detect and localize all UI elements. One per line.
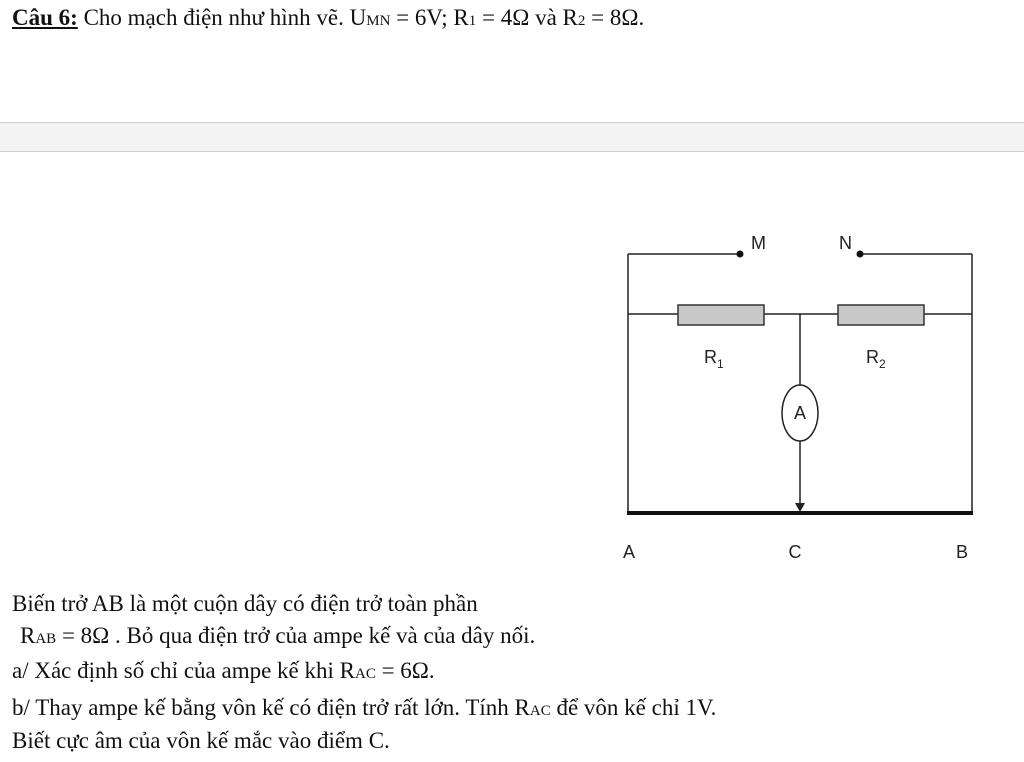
r2-subscript: 2 [577,13,586,29]
ammeter-symbol [781,384,819,442]
question-heading: Câu 6: Cho mạch điện như hình vẽ. UMN = … [12,4,644,35]
label-b: B [956,542,968,562]
r2-value: = 8Ω. [585,5,645,30]
label-a: A [623,542,635,562]
resistor-r2 [837,304,925,326]
question-intro: Cho mạch điện như hình vẽ. U [77,5,367,30]
body-line-2: RAB = 8Ω . Bỏ qua điện trở của ampe kế v… [20,623,536,648]
terminal-m-dot [736,250,744,258]
question-label: Câu 6: [12,5,78,30]
label-n: N [839,233,852,253]
slider-arrow [795,503,805,512]
terminal-n-dot [856,250,864,258]
label-c: C [789,542,802,562]
body-line-3: a/ Xác định số chỉ của ampe kế khi RAC =… [12,658,435,683]
label-r2: R2 [866,347,886,371]
body-line-1: Biến trở AB là một cuộn dây có điện trở … [12,591,478,616]
r1-value: = 4Ω và R [476,5,578,30]
separator-band [0,122,1024,152]
body-line-4: b/ Thay ampe kế bằng vôn kế có điện trở … [12,695,717,720]
umn-value: = 6V; R [390,5,469,30]
r1-subscript: 1 [468,13,477,29]
label-m: M [751,233,766,253]
body-line-5: Biết cực âm của vôn kế mắc vào điểm C. [12,728,390,753]
umn-subscript: MN [366,13,391,29]
label-ammeter: A [794,403,806,423]
label-r1: R1 [704,347,724,371]
resistor-r1 [677,304,765,326]
